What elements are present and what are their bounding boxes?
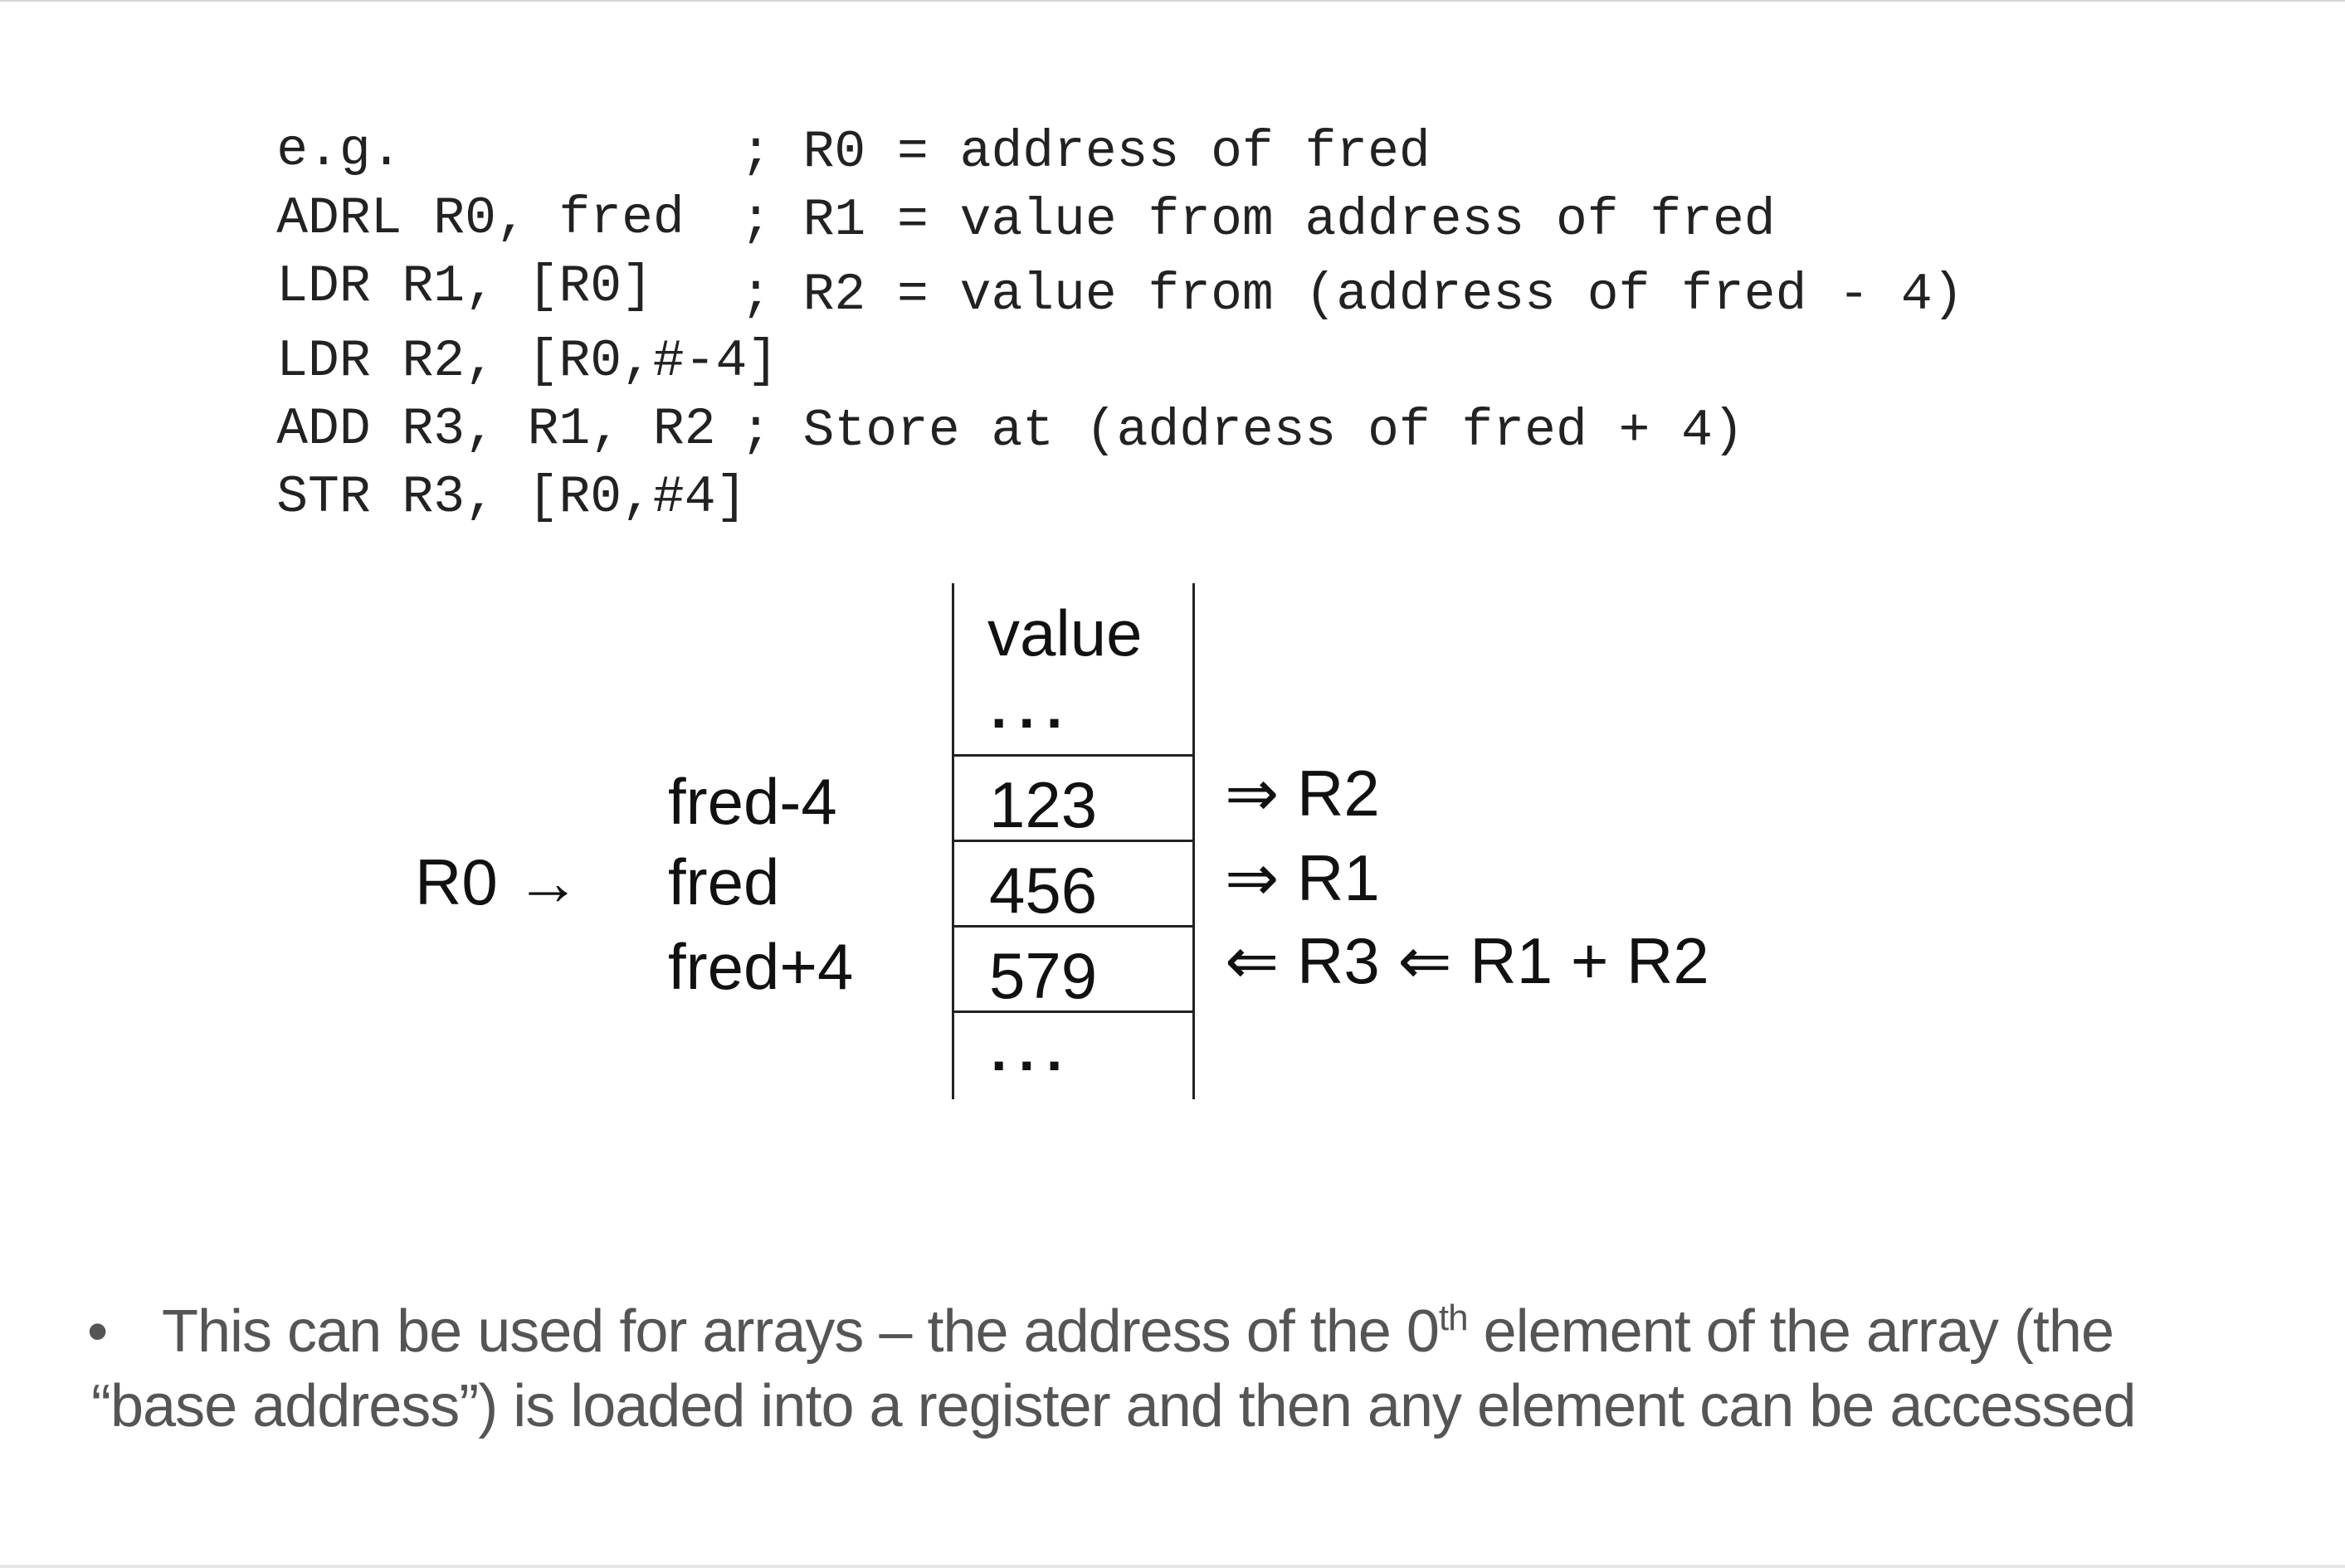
code-comment: ; Store at (address of fred + 4) [740,402,1744,460]
cell-value: 123 [989,768,1098,841]
memory-cell: 456 [954,842,1192,928]
code-line: ADD R3, R1, R2 [151,330,715,459]
ellipsis-top: ... [991,675,1075,740]
code-line: LDR R1, [R0] ; R1 = value from address o… [151,187,1775,316]
code-instruction: ADD R3, R1, R2 [276,400,716,459]
bullet-text: element of the array (the [1467,1298,2114,1365]
memory-cell: 579 [954,928,1192,1013]
code-comment: ; R0 = address of fred [740,123,1431,182]
cell-value: 456 [989,854,1098,927]
code-line: e.g. [151,51,402,180]
code-instruction: LDR R2, [R0,#-4] [276,332,779,391]
load-note: ⇒ R1 [1225,841,1380,914]
cell-value: 579 [989,939,1098,1012]
code-instruction: e.g. [276,121,402,180]
code-line: LDR R2, [R0,#-4] ; R2 = value from (addr… [151,262,1963,391]
ellipsis-bottom: ... [991,1018,1075,1083]
code-line: ADRL R0, fred ; R0 = address of fred [151,119,1431,248]
code-instruction: ADRL R0, fred [276,189,685,248]
value-header: value [987,597,1143,670]
address-label: fred [668,845,780,918]
code-instruction: LDR R1, [R0] [276,257,653,316]
address-label: fred+4 [668,930,854,1003]
memory-header: value ... [954,583,1192,757]
ordinal-superscript: th [1438,1298,1469,1338]
memory-cell: 123 [954,757,1192,842]
memory-column: value ... 123 456 579 ... [952,583,1195,1099]
bullet-text: This can be used for arrays – the addres… [162,1298,1440,1365]
store-note: ⇐ R3 ⇐ R1 + R2 [1225,924,1709,997]
code-comment: ; R2 = value from (address of fred - 4) [740,265,1964,324]
r0-pointer-label: R0 → [415,845,581,918]
top-rule [0,0,2345,2]
bottom-rule [0,1565,2345,1568]
code-comment: ; R1 = value from address of fred [740,191,1776,250]
code-instruction: STR R3, [R0,#4] [276,468,748,527]
code-line: STR R3, [R0,#4] ; Store at (address of f… [151,398,1744,527]
memory-tail: ... [954,1013,1192,1096]
bullet-marker: • [87,1298,108,1365]
bullet-line-2: “base address”) is loaded into a registe… [91,1373,2137,1439]
address-label: fred-4 [668,765,837,838]
load-note: ⇒ R2 [1225,757,1380,830]
bullet-line-1: This can be used for arrays – the addres… [162,1294,2114,1369]
